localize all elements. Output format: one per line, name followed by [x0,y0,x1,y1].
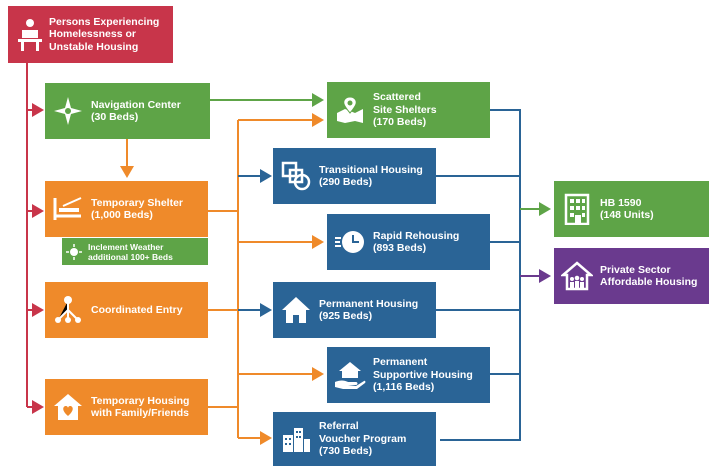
weather-icon [66,242,84,262]
orange-connector [120,113,324,445]
rapid-rehousing-node: Rapid Rehousing (893 Beds) [327,214,490,270]
red-trunk-connector [26,63,44,414]
hb1590-label: HB 1590 (148 Units) [600,196,654,222]
compass-star-icon [51,91,85,131]
start-node: Persons Experiencing Homelessness or Uns… [8,6,173,63]
permanent-supportive-housing-node: Permanent Supportive Housing (1,116 Beds… [327,347,490,403]
rapid-rehousing-label: Rapid Rehousing (893 Beds) [373,229,460,255]
temporary-housing-family-node: Temporary Housing with Family/Friends [45,379,208,435]
buildings-icon [279,419,313,459]
permanent-housing-label: Permanent Housing (925 Beds) [319,297,419,323]
inclement-weather-node: Inclement Weather additional 100+ Beds [62,238,208,265]
temporary-housing-family-label: Temporary Housing with Family/Friends [91,394,190,420]
temporary-shelter-node: Temporary Shelter (1,000 Beds) [45,181,208,237]
scattered-site-shelters-label: Scattered Site Shelters (170 Beds) [373,91,437,129]
shelter-bed-icon [51,189,85,229]
private-sector-label: Private Sector Affordable Housing [600,263,698,289]
referral-voucher-program-node: Referral Voucher Program (730 Beds) [273,412,436,466]
person-at-desk-icon [14,15,46,55]
hand-house-icon [333,355,367,395]
permanent-housing-node: Permanent Housing (925 Beds) [273,282,436,338]
permanent-supportive-housing-label: Permanent Supportive Housing (1,116 Beds… [373,356,473,394]
house-icon [279,290,313,330]
apartment-building-icon [560,189,594,229]
map-pin-icon [333,90,367,130]
start-node-label: Persons Experiencing Homelessness or Uns… [49,15,160,53]
transitional-housing-node: Transitional Housing (290 Beds) [273,148,436,204]
scattered-site-shelters-node: Scattered Site Shelters (170 Beds) [327,82,490,138]
transitional-housing-label: Transitional Housing (290 Beds) [319,163,423,189]
referral-voucher-program-label: Referral Voucher Program (730 Beds) [319,420,407,458]
coordinated-entry-label: Coordinated Entry [91,303,183,316]
navigation-center-label: Navigation Center (30 Beds) [91,98,181,124]
hb1590-node: HB 1590 (148 Units) [554,181,709,237]
inclement-weather-label: Inclement Weather additional 100+ Beds [88,241,173,262]
private-sector-node: Private Sector Affordable Housing [554,248,709,304]
navigation-center-node: Navigation Center (30 Beds) [45,83,210,139]
coordinated-entry-node: Coordinated Entry [45,282,208,338]
shapes-icon [279,156,313,196]
network-nodes-icon [51,290,85,330]
outcome-connector [520,202,551,283]
family-house-icon [560,256,594,296]
temporary-shelter-label: Temporary Shelter (1,000 Beds) [91,196,184,222]
house-heart-icon [51,387,85,427]
clock-arrows-icon [333,222,367,262]
